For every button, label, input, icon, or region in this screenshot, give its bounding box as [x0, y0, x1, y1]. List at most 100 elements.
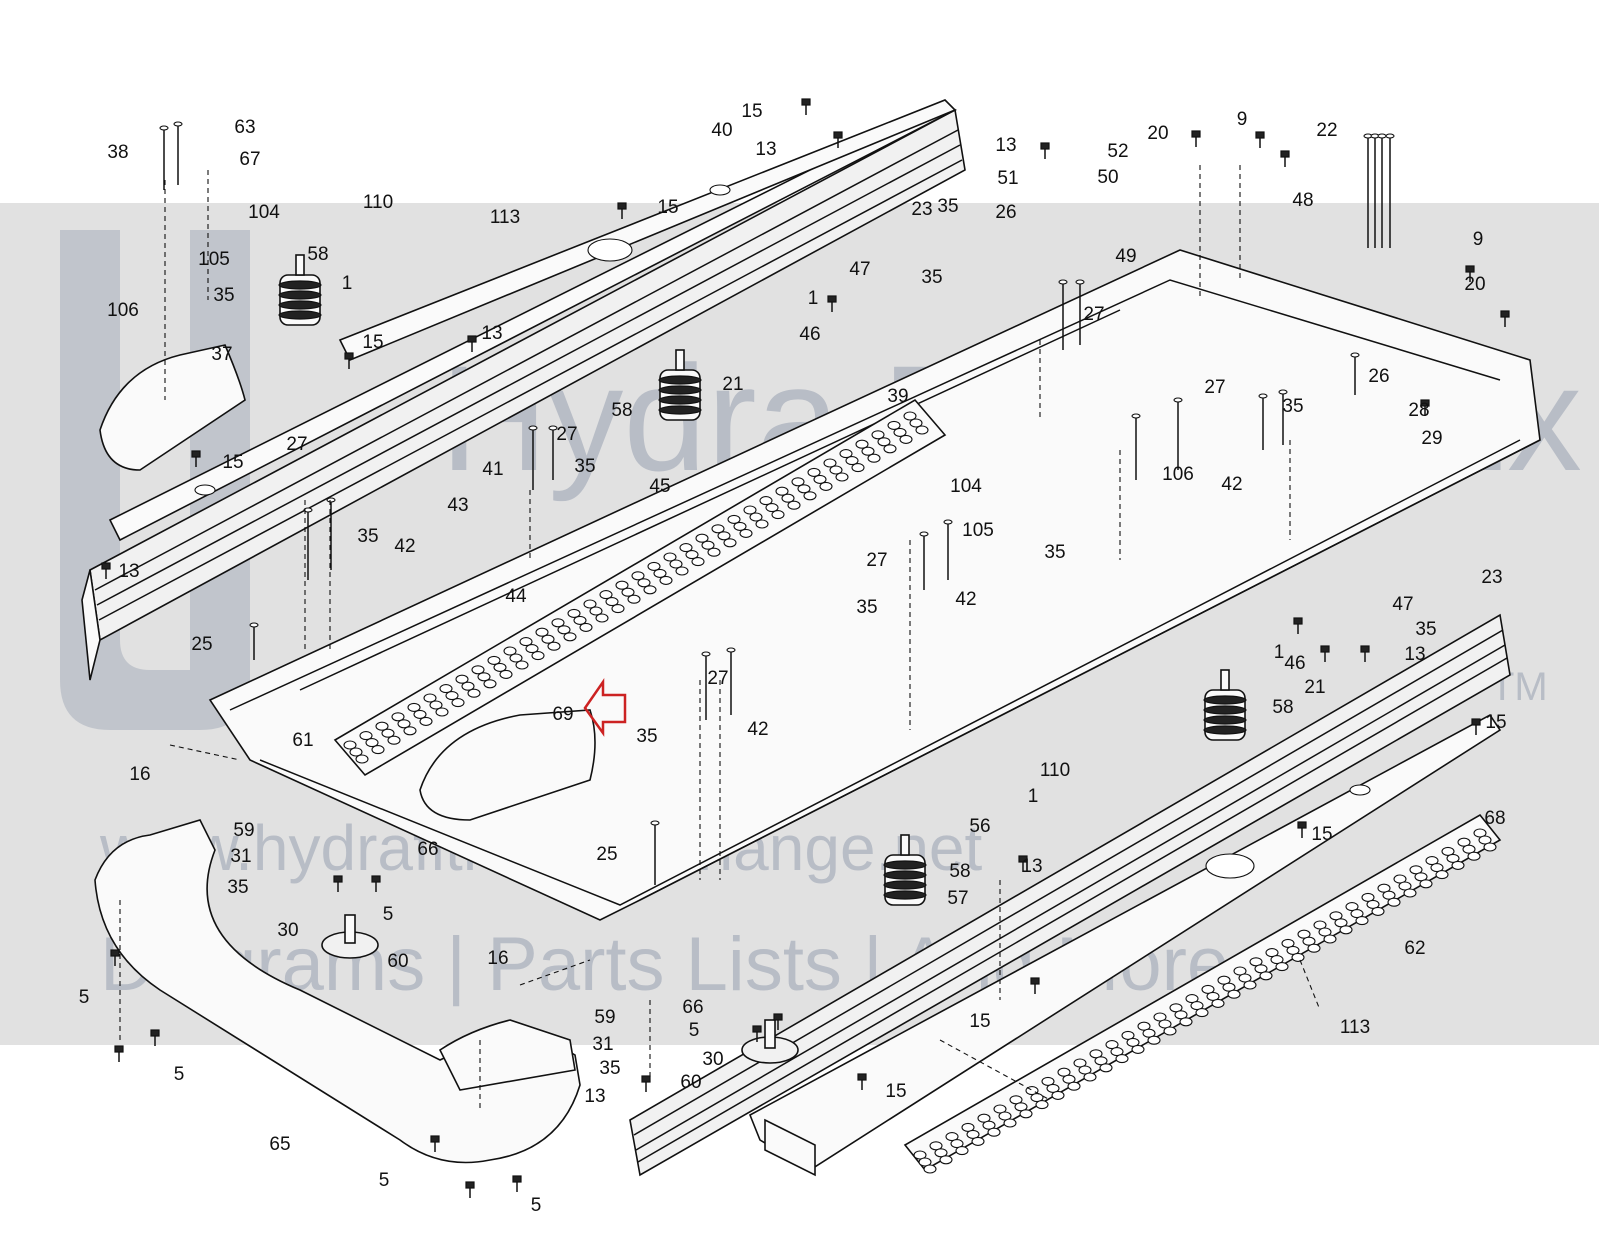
- callout-35-11: 35: [227, 877, 248, 898]
- callout-5-5: 5: [379, 1170, 390, 1191]
- callout-15-4: 15: [222, 452, 243, 473]
- callout-13-6: 13: [1021, 856, 1042, 877]
- callout-63: 63: [234, 117, 255, 138]
- callout-15-7: 15: [969, 1011, 990, 1032]
- callout-46: 46: [799, 324, 820, 345]
- callout-65: 65: [269, 1134, 290, 1155]
- callout-15-3: 15: [362, 332, 383, 353]
- callout-44: 44: [505, 586, 527, 607]
- callout-38: 38: [107, 142, 128, 163]
- callout-35-9: 35: [1415, 619, 1436, 640]
- callout-13-2: 13: [995, 135, 1016, 156]
- callout-5-6: 5: [531, 1195, 542, 1216]
- callout-13-5: 13: [1404, 644, 1425, 665]
- callout-35-10: 35: [636, 726, 657, 747]
- callout-1: 1: [342, 273, 353, 294]
- callout-110-2: 110: [1040, 760, 1070, 781]
- callout-104: 104: [248, 202, 280, 223]
- callout-35-8: 35: [1282, 396, 1303, 417]
- callout-35-12: 35: [599, 1058, 620, 1079]
- callout-27-4: 27: [1204, 377, 1225, 398]
- callout-13: 13: [755, 139, 776, 160]
- callout-13-4: 13: [118, 561, 139, 582]
- callout-66-2: 66: [682, 997, 703, 1018]
- callout-49: 49: [1115, 246, 1136, 267]
- callout-42-2: 42: [1221, 474, 1242, 495]
- callout-48: 48: [1292, 190, 1313, 211]
- callout-15-2: 15: [657, 197, 678, 218]
- bottom-cover: [748, 713, 1502, 1177]
- callout-31-2: 31: [592, 1034, 613, 1055]
- callout-40: 40: [711, 120, 732, 141]
- callout-15-5: 15: [1485, 712, 1506, 733]
- callout-35-4: 35: [574, 456, 595, 477]
- callout-41: 41: [482, 459, 503, 480]
- callout-16: 16: [129, 764, 150, 785]
- callout-9: 9: [1237, 109, 1248, 130]
- callout-43: 43: [447, 495, 468, 516]
- callout-113-2: 113: [1340, 1017, 1370, 1038]
- callout-62: 62: [1404, 938, 1425, 959]
- callout-58-4: 58: [949, 861, 970, 882]
- callout-20-2: 20: [1464, 274, 1485, 295]
- callout-35-7: 35: [856, 597, 877, 618]
- shock-assemblies: [278, 254, 1247, 1064]
- callout-67: 67: [239, 149, 260, 170]
- callout-27-5: 27: [866, 550, 887, 571]
- callout-22: 22: [1316, 120, 1337, 141]
- callout-39: 39: [887, 386, 908, 407]
- callout-5-3: 5: [174, 1064, 185, 1085]
- assembly-lines: [119, 165, 1321, 1110]
- callout-59: 59: [233, 820, 254, 841]
- callout-27-3: 27: [1083, 304, 1104, 325]
- callout-13-3: 13: [481, 323, 502, 344]
- callout-50: 50: [1097, 167, 1118, 188]
- callout-25-2: 25: [596, 844, 617, 865]
- callout-59-2: 59: [594, 1007, 615, 1028]
- highlight-arrow: [583, 677, 627, 737]
- callout-42-4: 42: [747, 719, 768, 740]
- callout-60: 60: [387, 951, 408, 972]
- callout-21: 21: [722, 374, 743, 395]
- callout-28: 28: [1408, 400, 1429, 421]
- callout-56: 56: [969, 816, 990, 837]
- callout-57: 57: [947, 888, 968, 909]
- callout-37: 37: [211, 344, 232, 365]
- callout-30: 30: [277, 920, 298, 941]
- callout-15-8: 15: [885, 1081, 906, 1102]
- callout-58-2: 58: [611, 400, 632, 421]
- step-rail-holes: [343, 411, 1497, 1174]
- callout-52: 52: [1107, 141, 1128, 162]
- callout-58: 58: [307, 244, 328, 265]
- callout-35-6: 35: [1044, 542, 1065, 563]
- callout-27: 27: [286, 434, 307, 455]
- motor-hood: [99, 344, 596, 821]
- callout-5-2: 5: [79, 987, 90, 1008]
- callout-26-2: 26: [1368, 366, 1389, 387]
- callout-15: 15: [741, 101, 762, 122]
- callout-47-2: 47: [1392, 594, 1413, 615]
- callout-104-2: 104: [950, 476, 982, 497]
- callout-110: 110: [363, 192, 393, 213]
- callout-68: 68: [1484, 808, 1505, 829]
- callout-13-7: 13: [584, 1086, 605, 1107]
- callout-31: 31: [230, 846, 251, 867]
- callout-60-2: 60: [680, 1072, 701, 1093]
- callout-23: 23: [911, 199, 932, 220]
- callout-105: 105: [198, 249, 230, 270]
- callout-9-2: 9: [1473, 229, 1484, 250]
- callout-51: 51: [997, 168, 1018, 189]
- callout-23-2: 23: [1481, 567, 1502, 588]
- callout-1-4: 1: [1028, 786, 1039, 807]
- callout-25: 25: [191, 634, 212, 655]
- callout-35-3: 35: [921, 267, 942, 288]
- callout-106-2: 106: [1162, 464, 1194, 485]
- callout-45: 45: [649, 476, 670, 497]
- callout-42: 42: [394, 536, 415, 557]
- callout-61: 61: [292, 730, 313, 751]
- callout-47: 47: [849, 259, 870, 280]
- callout-66: 66: [417, 839, 438, 860]
